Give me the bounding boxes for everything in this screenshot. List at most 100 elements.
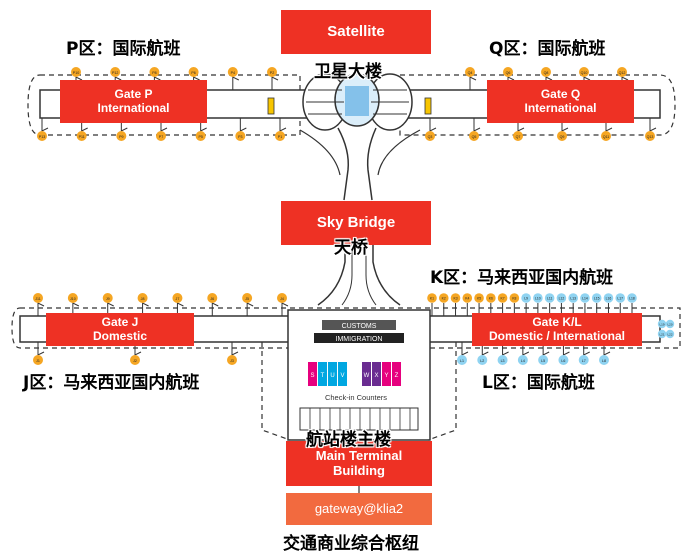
- gate-marker[interactable]: [76, 131, 87, 141]
- gate-label: L8: [602, 359, 606, 363]
- gate-marker[interactable]: [657, 329, 667, 339]
- gate-marker[interactable]: [207, 293, 218, 303]
- gate-marker[interactable]: [450, 293, 461, 303]
- gate-marker[interactable]: [37, 131, 47, 141]
- gate-marker[interactable]: [33, 355, 43, 365]
- gate-marker[interactable]: [156, 131, 166, 141]
- gate-marker[interactable]: [503, 67, 513, 77]
- gate-marker[interactable]: [457, 355, 467, 365]
- gate-marker[interactable]: [277, 293, 287, 303]
- gate-q-box[interactable]: Gate Q International: [487, 80, 634, 123]
- gate-marker[interactable]: [497, 293, 508, 303]
- main-terminal-dashed: [261, 342, 457, 441]
- gate-marker[interactable]: [601, 131, 611, 141]
- gate-marker[interactable]: [513, 131, 523, 141]
- gate-marker[interactable]: [235, 131, 246, 141]
- gate-marker[interactable]: [615, 293, 626, 303]
- gate-marker[interactable]: [517, 355, 528, 365]
- gate-marker[interactable]: [533, 293, 543, 303]
- gate-kl-box[interactable]: Gate K/L Domestic / International: [472, 313, 642, 346]
- gate-marker[interactable]: [521, 293, 531, 303]
- gate-marker[interactable]: [556, 293, 567, 303]
- gate-marker[interactable]: [227, 67, 238, 77]
- gate-marker[interactable]: [102, 293, 113, 303]
- gate-marker[interactable]: [469, 131, 479, 141]
- gate-label: J6: [210, 297, 214, 301]
- gate-marker[interactable]: [578, 355, 589, 365]
- gate-marker[interactable]: [188, 67, 199, 77]
- gate-marker[interactable]: [227, 355, 237, 365]
- gate-marker[interactable]: [425, 131, 435, 141]
- gate-marker[interactable]: [137, 293, 148, 303]
- gate-marker[interactable]: [465, 67, 475, 77]
- gate-marker[interactable]: [665, 329, 675, 339]
- gate-marker[interactable]: [172, 293, 183, 303]
- gate-marker[interactable]: [497, 355, 508, 365]
- gate-marker[interactable]: [509, 293, 520, 303]
- gate-marker[interactable]: [427, 293, 437, 303]
- gate-marker[interactable]: [149, 67, 160, 77]
- main-terminal-label: Main Terminal Building: [315, 448, 403, 478]
- gate-connector: [41, 118, 49, 132]
- gate-label: J5: [245, 297, 249, 301]
- main-terminal-box[interactable]: Main Terminal Building: [286, 441, 432, 486]
- gate-marker[interactable]: [130, 355, 140, 365]
- gate-label: Q4: [468, 71, 473, 75]
- checkin-counter[interactable]: [318, 362, 327, 386]
- gate-marker[interactable]: [627, 293, 637, 303]
- gate-connector: [239, 118, 247, 132]
- gate-marker[interactable]: [71, 67, 81, 77]
- gate-marker[interactable]: [242, 293, 253, 303]
- gate-marker[interactable]: [541, 67, 551, 77]
- gate-marker[interactable]: [568, 293, 578, 303]
- satellite-boundary-right: [399, 74, 676, 136]
- checkin-counter[interactable]: [372, 362, 381, 386]
- gate-l-caption: L区：国际航班: [482, 373, 595, 393]
- sky-bridge-box[interactable]: Sky Bridge: [281, 201, 431, 245]
- gate-p-box[interactable]: Gate P International: [60, 80, 207, 123]
- gateway-box[interactable]: gateway@klia2: [286, 493, 432, 525]
- gate-marker[interactable]: [544, 293, 555, 303]
- gate-marker[interactable]: [591, 293, 602, 303]
- gate-marker[interactable]: [538, 355, 549, 365]
- gate-marker[interactable]: [267, 67, 277, 77]
- gate-connector: [562, 342, 570, 356]
- gate-j-box[interactable]: Gate J Domestic: [46, 313, 194, 346]
- gate-marker[interactable]: [33, 293, 43, 303]
- gate-connector: [649, 118, 657, 132]
- gate-marker[interactable]: [486, 293, 496, 303]
- gate-marker[interactable]: [665, 319, 675, 329]
- satellite-box[interactable]: Satellite: [281, 10, 431, 54]
- gate-marker[interactable]: [462, 293, 473, 303]
- gate-marker[interactable]: [603, 293, 614, 303]
- gate-j-subtitle: Domestic: [92, 328, 148, 343]
- gate-marker[interactable]: [110, 67, 121, 77]
- gate-marker[interactable]: [275, 131, 285, 141]
- checkin-counter[interactable]: [382, 362, 391, 386]
- gate-marker[interactable]: [557, 131, 567, 141]
- checkin-counter[interactable]: [338, 362, 347, 386]
- gate-marker[interactable]: [645, 131, 655, 141]
- checkin-counter-label: Z: [395, 373, 399, 379]
- checkin-counter[interactable]: [308, 362, 317, 386]
- gate-connector: [176, 302, 184, 316]
- checkin-counter-label: S: [310, 373, 314, 379]
- gate-marker[interactable]: [474, 293, 484, 303]
- gate-connector: [281, 302, 289, 316]
- gate-marker[interactable]: [558, 355, 569, 365]
- checkin-counter[interactable]: [392, 362, 401, 386]
- checkin-counter[interactable]: [362, 362, 371, 386]
- gate-marker[interactable]: [580, 293, 590, 303]
- gate-label: Q11: [603, 135, 610, 139]
- gate-marker[interactable]: [477, 355, 488, 365]
- gate-marker[interactable]: [657, 319, 667, 329]
- gate-marker[interactable]: [438, 293, 449, 303]
- gate-marker[interactable]: [195, 131, 206, 141]
- gate-marker[interactable]: [67, 293, 78, 303]
- gate-marker[interactable]: [617, 67, 627, 77]
- gate-marker[interactable]: [579, 67, 589, 77]
- gate-label: Q9: [560, 135, 565, 139]
- gate-marker[interactable]: [116, 131, 127, 141]
- checkin-counter[interactable]: [328, 362, 337, 386]
- gate-marker[interactable]: [599, 355, 609, 365]
